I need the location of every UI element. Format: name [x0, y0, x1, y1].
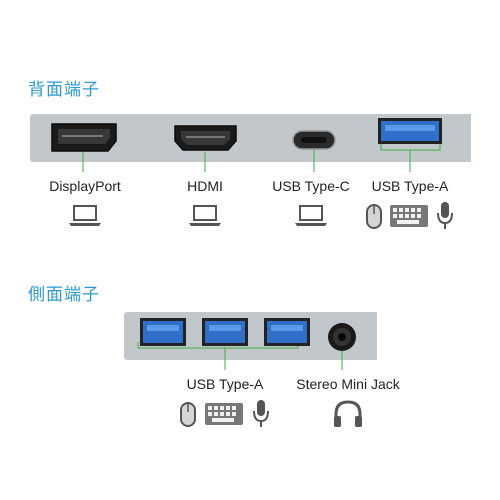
microphone-icon: [253, 400, 269, 427]
rear-section-title: 背面端子: [28, 80, 100, 100]
side-section-title: 側面端子: [28, 285, 100, 305]
laptop-icon: [189, 205, 221, 226]
side-usb-type-a-label: USB Type-A: [186, 376, 264, 392]
side-usb-type-a-port-3: [264, 318, 310, 346]
hdmi-label: HDMI: [187, 178, 223, 194]
laptop-icon: [295, 205, 327, 226]
displayport-label: DisplayPort: [49, 178, 121, 194]
hdmi-port: [174, 125, 237, 151]
displayport-port: [51, 123, 117, 152]
stereo-mini-jack-label: Stereo Mini Jack: [296, 376, 400, 392]
mouse-icon: [180, 402, 196, 427]
keyboard-icon: [205, 403, 243, 425]
side-usb-type-a-port-2: [202, 318, 248, 346]
side-usb-type-a-port-1: [140, 318, 186, 346]
audio-jack-port: [328, 323, 356, 351]
laptop-icon: [69, 205, 101, 226]
rear-usb-type-a-label: USB Type-A: [371, 178, 449, 194]
side-usba-leader-line: [137, 342, 299, 370]
keyboard-icon: [390, 205, 428, 227]
microphone-icon: [437, 202, 453, 229]
mouse-icon: [366, 204, 382, 229]
headphones-icon: [334, 400, 362, 427]
rear-usb-type-a-port: [378, 118, 442, 144]
usb-type-c-label: USB Type-C: [272, 178, 350, 194]
rear-usba-leader-line: [380, 143, 441, 172]
usb-type-c-port: [292, 130, 336, 150]
